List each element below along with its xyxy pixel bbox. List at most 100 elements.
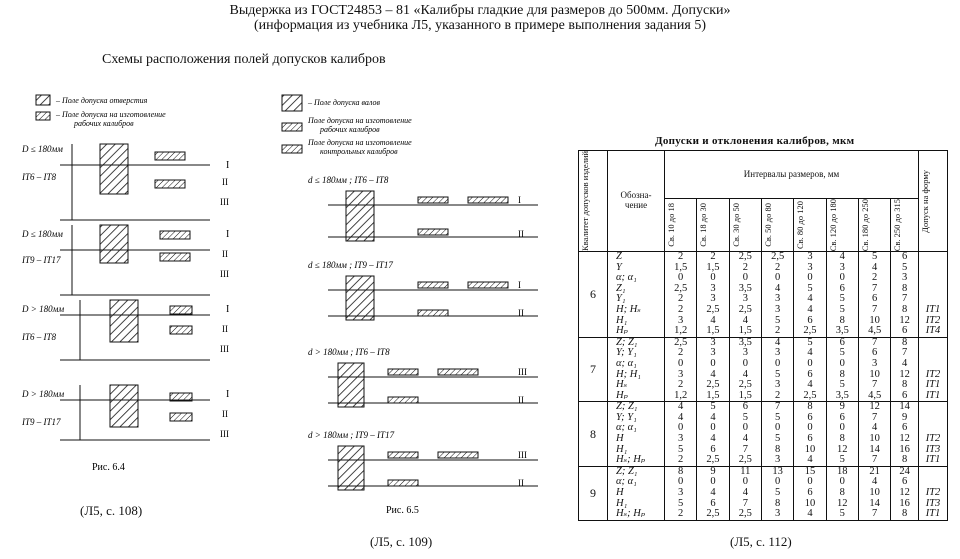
- svg-text:I: I: [226, 160, 229, 171]
- value-cell: 12: [857, 401, 892, 413]
- fig64-label-6: IT6 – IT8: [21, 332, 57, 342]
- value-cell: 3: [760, 508, 795, 521]
- value-cell: 5: [825, 304, 859, 316]
- fig64-label-4: IT9 – IT17: [21, 255, 61, 265]
- value-cell: 5: [825, 508, 859, 521]
- svg-text:II: II: [518, 395, 524, 405]
- value-cell: 8: [890, 454, 919, 467]
- form-tolerance-cell: IT1: [918, 379, 948, 391]
- value-cell: 2: [663, 251, 698, 263]
- value-cell: 6: [890, 325, 919, 338]
- interval-header: Св. 120 до 180: [825, 197, 859, 252]
- value-cell: 5: [857, 251, 892, 263]
- symbol-cell: Hₛ; Hₚ: [607, 508, 665, 521]
- col-tolerance: Допуск на форму: [918, 150, 948, 252]
- value-cell: 3,5: [825, 390, 859, 403]
- svg-text:II: II: [222, 177, 228, 187]
- value-cell: 2,5: [760, 251, 795, 263]
- value-cell: 3,5: [825, 325, 859, 338]
- svg-text:II: II: [222, 249, 228, 259]
- value-cell: 2,5: [696, 508, 730, 521]
- value-cell: 2: [696, 251, 730, 263]
- svg-text:I: I: [226, 304, 229, 315]
- form-tolerance-cell: IT1: [918, 390, 948, 403]
- value-cell: 0: [663, 358, 698, 370]
- form-tolerance-cell: [918, 348, 948, 359]
- svg-text:II: II: [518, 478, 524, 488]
- svg-text:II: II: [222, 324, 228, 334]
- form-tolerance-cell: [918, 358, 948, 370]
- fig64-legend-2: – Поле допуска на изготовление: [55, 110, 166, 119]
- form-tolerance-cell: [918, 423, 948, 435]
- symbol-cell: α; α₁: [607, 358, 665, 370]
- value-cell: 2,5: [728, 508, 762, 521]
- value-cell: 3: [857, 358, 892, 370]
- value-cell: 2,5: [696, 454, 730, 467]
- value-cell: 6: [890, 251, 919, 263]
- symbol-cell: Hₛ; Hₚ: [607, 454, 665, 467]
- fig65-legend-4: Поле допуска на изготовление: [307, 138, 412, 147]
- fig64-label-2: IT6 – IT8: [21, 172, 57, 182]
- col-intervals: Интервалы размеров, мм: [664, 150, 919, 199]
- form-tolerance-cell: IT1: [918, 508, 948, 521]
- form-tolerance-cell: IT2: [918, 315, 948, 327]
- figure-6-4: – Поле допуска отверстия – Поле допуска …: [21, 94, 229, 473]
- col-quality: Квалитет допусков изделий: [578, 150, 608, 252]
- header-line-1: Выдержка из ГОСТ24853 – 81 «Калибры глад…: [229, 3, 731, 18]
- value-cell: 7: [857, 412, 892, 424]
- interval-header: Св. 80 до 120: [793, 197, 827, 252]
- form-tolerance-cell: IT1: [918, 454, 948, 467]
- fig65-legend-5: контрольных калибров: [320, 147, 398, 156]
- value-cell: 4: [857, 423, 892, 435]
- value-cell: 2,5: [728, 304, 762, 316]
- symbol-cell: Z: [607, 251, 665, 263]
- table-ref: (Л5, с. 112): [730, 534, 792, 549]
- value-cell: 1,5: [696, 325, 730, 338]
- fig64-label-3: D ≤ 180мм: [21, 229, 63, 239]
- form-tolerance-cell: [918, 294, 948, 305]
- fig65-label-2: d ≤ 180мм ; IT9 – IT17: [308, 260, 393, 270]
- quality-cell: 8: [578, 401, 608, 467]
- value-cell: 4: [793, 454, 827, 467]
- fig65-label-4: d > 180мм ; IT9 – IT17: [308, 430, 395, 440]
- header-line-2: (информация из учебника Л5, указанного в…: [253, 18, 706, 33]
- quality-cell: 9: [578, 466, 608, 521]
- form-tolerance-cell: IT4: [918, 325, 948, 338]
- svg-text:III: III: [220, 197, 229, 207]
- symbol-cell: H; Hₛ: [607, 304, 665, 316]
- svg-text:III: III: [220, 344, 229, 354]
- form-tolerance-cell: IT3: [918, 444, 948, 456]
- form-tolerance-cell: IT2: [918, 487, 948, 499]
- svg-text:I: I: [518, 195, 521, 205]
- symbol-cell: Hₚ: [607, 390, 665, 403]
- fig64-legend-3: рабочих калибров: [73, 119, 134, 128]
- value-cell: 14: [857, 498, 892, 510]
- value-cell: 4: [793, 508, 827, 521]
- value-cell: 7: [857, 283, 892, 295]
- fig65-caption: Рис. 6.5: [386, 505, 419, 516]
- interval-header: Св. 250 до 315: [890, 197, 919, 252]
- svg-text:I: I: [518, 280, 521, 290]
- form-tolerance-cell: [918, 251, 948, 263]
- form-tolerance-cell: [918, 262, 948, 274]
- value-cell: 4: [857, 477, 892, 489]
- value-cell: 10: [857, 487, 892, 499]
- value-cell: 4,5: [857, 390, 892, 403]
- value-cell: 0: [793, 358, 827, 370]
- table-caption: Допуски и отклонения калибров, мкм: [655, 135, 855, 147]
- value-cell: 10: [857, 433, 892, 445]
